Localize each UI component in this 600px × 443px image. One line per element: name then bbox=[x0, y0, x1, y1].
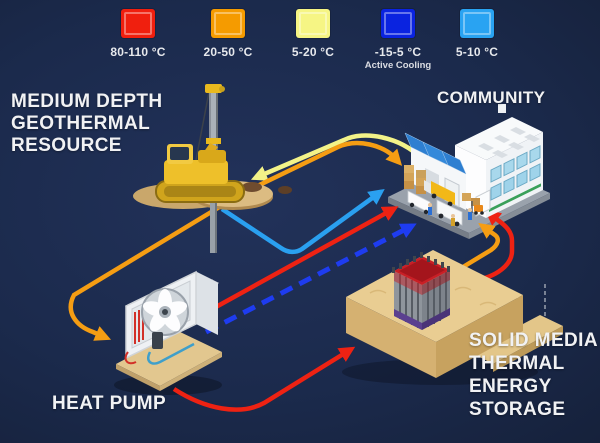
community-label: COMMUNITY bbox=[437, 88, 546, 107]
label-line: GEOTHERMAL bbox=[11, 113, 151, 134]
label-line: MEDIUM DEPTH bbox=[11, 91, 163, 112]
drill-rig bbox=[133, 84, 292, 253]
legend-item-warm: 20-50 °C bbox=[178, 9, 278, 59]
legend-item-mild: 5-20 °C bbox=[263, 9, 363, 59]
storage-right-face bbox=[436, 295, 523, 378]
thermal-storage bbox=[342, 250, 563, 385]
frame-posts bbox=[392, 252, 450, 273]
flow-heatpump-to-storage-red bbox=[172, 346, 356, 412]
legend-item-cold: -15-5 °C Active Cooling bbox=[348, 9, 448, 71]
community-site bbox=[404, 104, 543, 227]
storage-core bbox=[392, 252, 450, 330]
flow-heatpump-to-community-cooling-dashed bbox=[204, 223, 417, 335]
borehole-pipe bbox=[210, 196, 217, 253]
unit-side bbox=[196, 272, 218, 335]
flow-storage-to-community-red bbox=[471, 209, 515, 284]
flow-heatpump-to-community-red bbox=[194, 206, 399, 320]
drill-cable bbox=[195, 91, 210, 161]
fan-icon bbox=[141, 288, 189, 336]
legend-label: 5-20 °C bbox=[291, 45, 335, 59]
legend-label: 5-10 °C bbox=[455, 45, 499, 59]
legend-swatch-mild bbox=[296, 9, 330, 38]
forklift bbox=[471, 201, 484, 215]
rock bbox=[242, 182, 262, 192]
compressor bbox=[152, 332, 163, 349]
flow-borehole-to-community-orange bbox=[246, 140, 403, 194]
pipe-red bbox=[124, 351, 137, 365]
flow-borehole-to-heatpump-orange bbox=[68, 195, 238, 341]
storage-label: SOLID MEDIA THERMAL ENERGY STORAGE bbox=[469, 329, 598, 421]
flow-community-to-borehole-yellow bbox=[250, 133, 423, 181]
label-line: THERMAL bbox=[469, 353, 565, 374]
label-line: RESOURCE bbox=[11, 135, 122, 156]
legend-swatch-warm bbox=[211, 9, 245, 38]
storage-left-face bbox=[346, 297, 436, 378]
heat-pump-label: HEAT PUMP bbox=[52, 393, 167, 414]
legend-swatch-cool bbox=[460, 9, 494, 38]
excavator bbox=[155, 143, 245, 203]
label-line: ENERGY bbox=[469, 376, 552, 397]
legend-item-hot: 80-110 °C bbox=[88, 9, 188, 59]
label-line: STORAGE bbox=[469, 399, 566, 420]
geothermal-resource-label: MEDIUM DEPTH GEOTHERMAL RESOURCE bbox=[11, 91, 163, 157]
sawtooth-roof bbox=[404, 132, 467, 175]
flow-storage-to-community-orange bbox=[461, 223, 501, 269]
roof-vent bbox=[498, 104, 506, 113]
flow-borehole-to-community-lightblue bbox=[220, 188, 385, 255]
legend-sublabel: Active Cooling bbox=[364, 60, 432, 71]
legend-swatch-hot bbox=[121, 9, 155, 38]
roof-skylights bbox=[478, 127, 540, 158]
people bbox=[428, 203, 472, 226]
rock bbox=[278, 186, 292, 194]
legend-label: 80-110 °C bbox=[110, 45, 166, 59]
legend-item-cool: 5-10 °C bbox=[427, 9, 527, 59]
pipe-teal bbox=[147, 342, 195, 365]
building-windows bbox=[489, 145, 541, 213]
label-line: SOLID MEDIA bbox=[469, 330, 598, 351]
legend-label: -15-5 °C bbox=[374, 45, 422, 59]
legend-label: 20-50 °C bbox=[203, 45, 253, 59]
legend-swatch-cold bbox=[381, 9, 415, 38]
pallet-stacks bbox=[404, 165, 480, 206]
heat-pump-unit bbox=[114, 270, 222, 395]
